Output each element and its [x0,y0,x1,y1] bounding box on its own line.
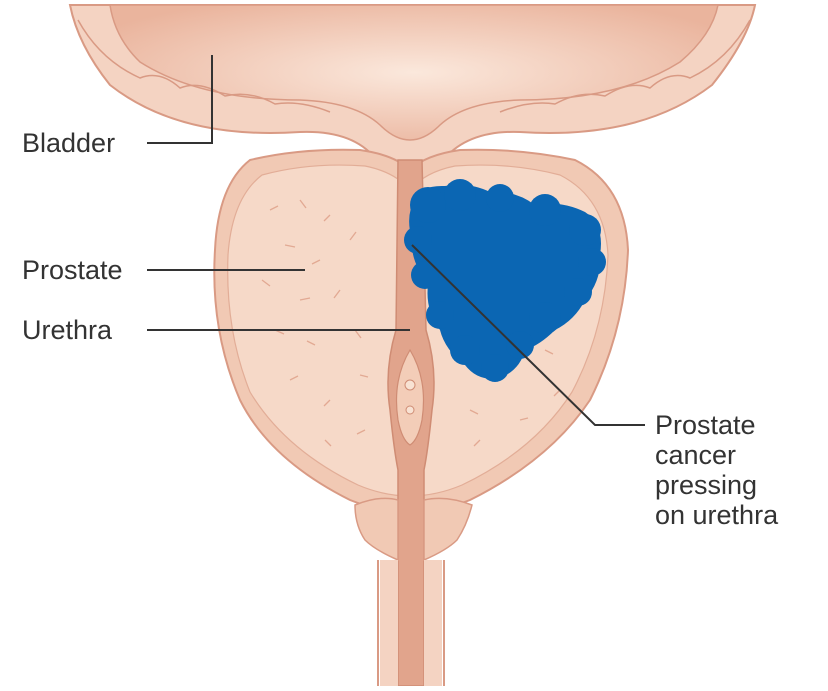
cancer-label-line: on urethra [655,500,778,530]
bladder-label: Bladder [22,128,115,158]
verumontanum-dot [405,380,415,390]
cancer-label-line: cancer [655,440,778,470]
urethra-label: Urethra [22,315,112,345]
verumontanum-dot [406,406,414,414]
cancer-label-line: Prostate [655,410,778,440]
lower-tissue-right [424,560,442,686]
cancer-label: Prostate cancer pressing on urethra [655,410,778,530]
cancer-label-line: pressing [655,470,778,500]
prostate-label: Prostate [22,255,123,285]
lower-tissue-left [380,560,398,686]
